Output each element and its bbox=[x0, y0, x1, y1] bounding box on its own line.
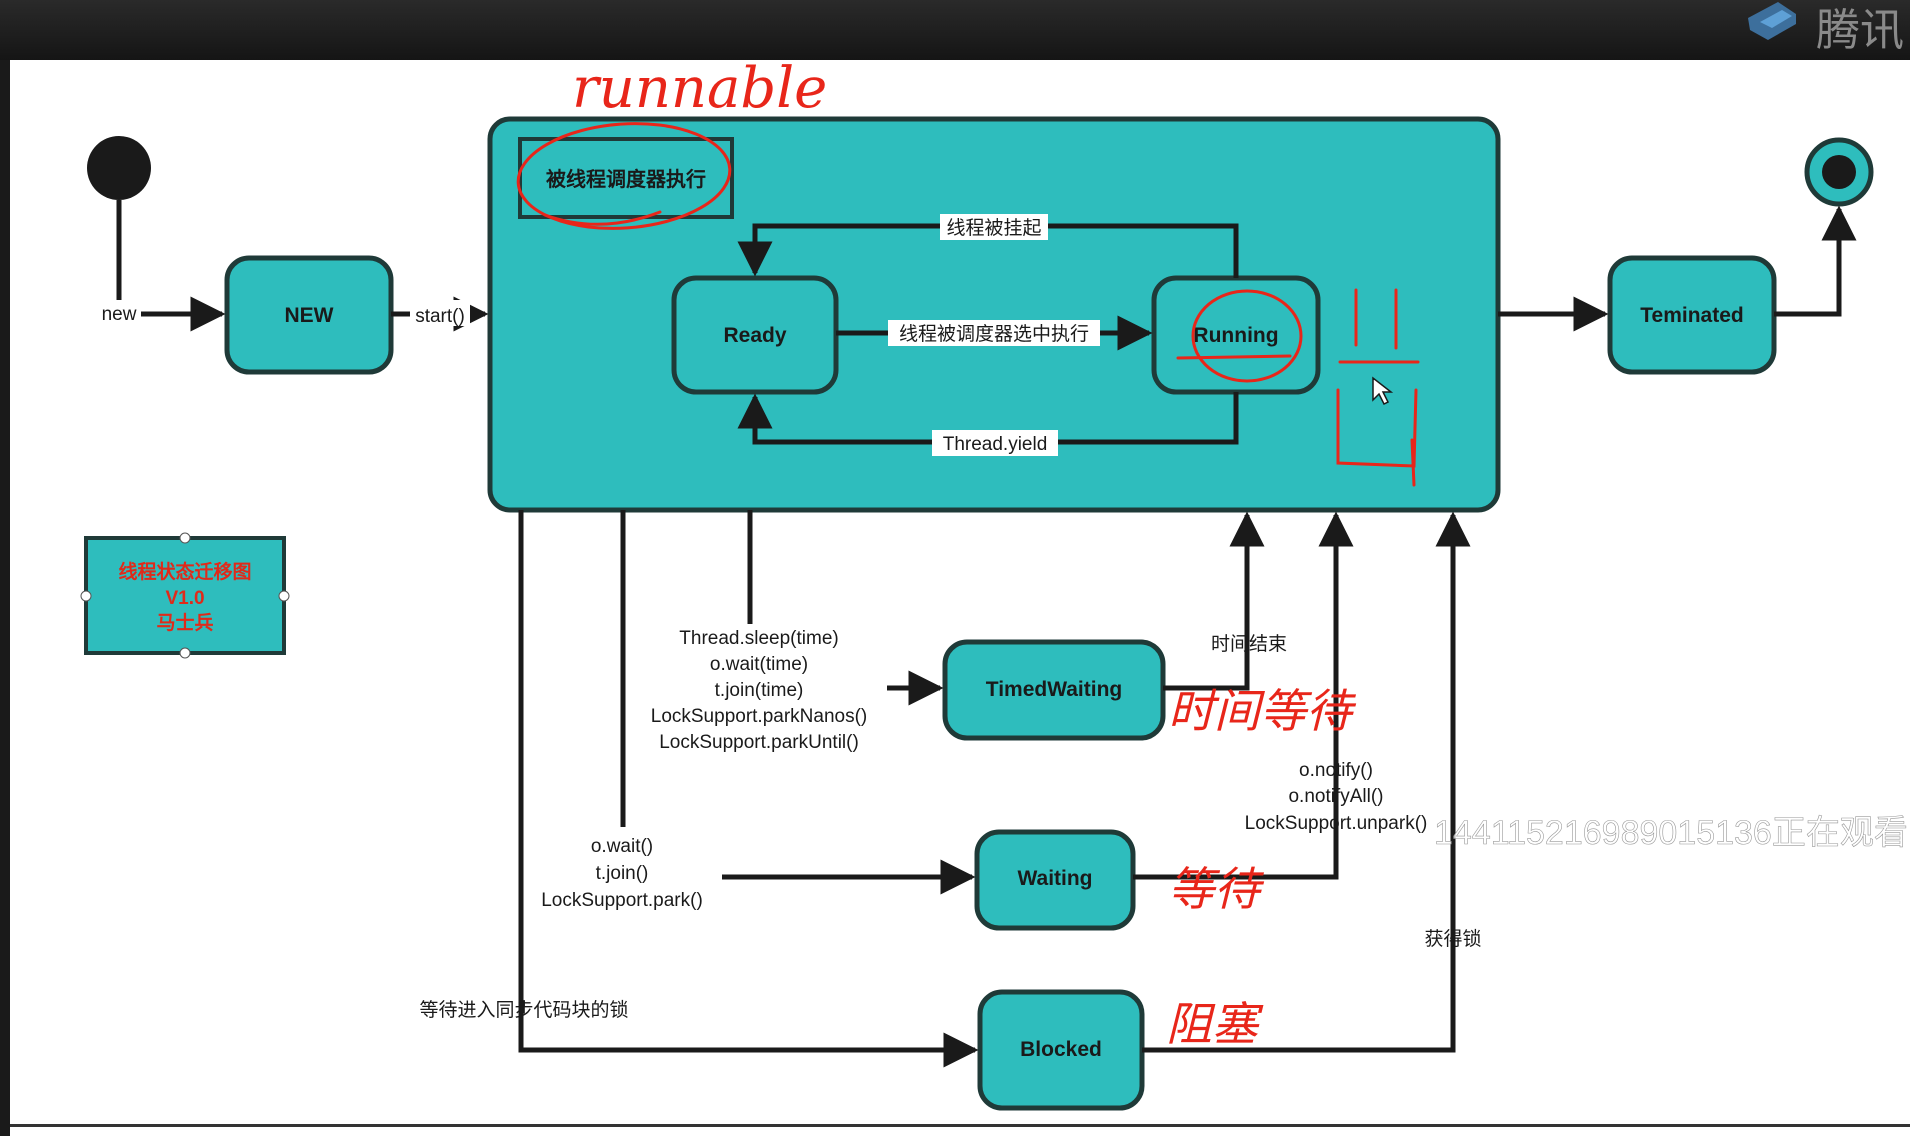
annotation-blocked: 阻塞 bbox=[1166, 997, 1264, 1051]
runnable-underline-mark bbox=[543, 210, 662, 226]
bottom-frame-rule bbox=[10, 1124, 1910, 1127]
runnable-caption-box bbox=[518, 137, 734, 219]
state-terminated-label: Teminated bbox=[1640, 304, 1743, 327]
timed-call: o.wait(time) bbox=[710, 654, 808, 675]
edge-timed-to-runnable bbox=[1163, 511, 1265, 691]
timed-call: LockSupport.parkUntil() bbox=[659, 732, 859, 753]
runnable-caption: 被线程调度器执行 bbox=[546, 167, 706, 191]
legend-author: 马士兵 bbox=[156, 612, 213, 634]
edge-waiting-to-runnable bbox=[1133, 511, 1354, 880]
wait-call: LockSupport.park() bbox=[541, 890, 703, 911]
tencent-classroom-logo bbox=[1748, 2, 1796, 40]
label-wait-sync: 等待进入同步代码块的锁 bbox=[419, 999, 628, 1021]
label-wait-calls: o.wait() t.join() LockSupport.park() bbox=[526, 827, 720, 919]
wait-call: t.join() bbox=[596, 863, 649, 884]
label-acquire-lock: 获得锁 bbox=[1424, 928, 1481, 950]
timed-call: LockSupport.parkNanos() bbox=[651, 706, 868, 727]
running-underline-mark bbox=[1176, 354, 1292, 360]
wait-call: o.wait() bbox=[591, 836, 653, 857]
annotation-timed-wait: 时间等待 bbox=[1168, 684, 1357, 738]
state-waiting-label: Waiting bbox=[1017, 867, 1092, 890]
legend-box bbox=[84, 536, 286, 655]
cpu-box-mark bbox=[1336, 288, 1420, 487]
handwritten-annotations bbox=[516, 122, 1420, 487]
annotation-runnable: runnable bbox=[572, 56, 827, 121]
label-start: start() bbox=[415, 306, 465, 327]
edge-terminated-to-final bbox=[1774, 205, 1857, 317]
label-timed-calls: Thread.sleep(time) o.wait(time) t.join(t… bbox=[651, 628, 868, 753]
video-top-bar bbox=[0, 0, 1910, 60]
runnable-circle-mark bbox=[516, 122, 732, 230]
initial-state-dot bbox=[87, 136, 151, 200]
mouse-cursor bbox=[1372, 376, 1394, 406]
edge-runnable-to-blocked bbox=[518, 510, 979, 1068]
running-circle-mark bbox=[1191, 289, 1303, 383]
final-state-icon bbox=[1804, 137, 1874, 207]
timed-call: t.join(time) bbox=[715, 680, 804, 701]
brand-text: 腾讯 bbox=[1816, 5, 1904, 56]
label-yield: Thread.yield bbox=[943, 434, 1048, 455]
label-notify-calls: o.notify() o.notifyAll() LockSupport.unp… bbox=[1245, 760, 1428, 834]
label-suspended: 线程被挂起 bbox=[946, 217, 1041, 239]
edge-blocked-to-runnable bbox=[1142, 511, 1471, 1053]
label-new: new bbox=[102, 304, 137, 325]
state-running-label: Running bbox=[1193, 324, 1278, 347]
label-selected: 线程被调度器选中执行 bbox=[899, 323, 1089, 345]
legend-title: 线程状态迁移图 bbox=[118, 560, 251, 583]
viewer-watermark: 144115216989015136正在观看 bbox=[1434, 814, 1908, 852]
state-blocked-label: Blocked bbox=[1020, 1038, 1102, 1061]
notify-call: o.notify() bbox=[1299, 760, 1373, 781]
legend-handles bbox=[80, 532, 290, 659]
timed-call: Thread.sleep(time) bbox=[679, 628, 838, 649]
notify-call: o.notifyAll() bbox=[1288, 786, 1383, 807]
notify-call: LockSupport.unpark() bbox=[1245, 813, 1428, 834]
state-timed-waiting-label: TimedWaiting bbox=[986, 678, 1123, 701]
annotation-waiting: 等待 bbox=[1168, 862, 1265, 916]
label-time-end: 时间结束 bbox=[1211, 633, 1287, 655]
state-ready-label: Ready bbox=[723, 324, 786, 347]
edge-initial-to-new bbox=[116, 200, 226, 332]
left-frame-strip bbox=[0, 60, 10, 1136]
state-new-label: NEW bbox=[285, 304, 334, 327]
state-waiting bbox=[974, 829, 1136, 931]
legend-version: V1.0 bbox=[165, 588, 204, 609]
